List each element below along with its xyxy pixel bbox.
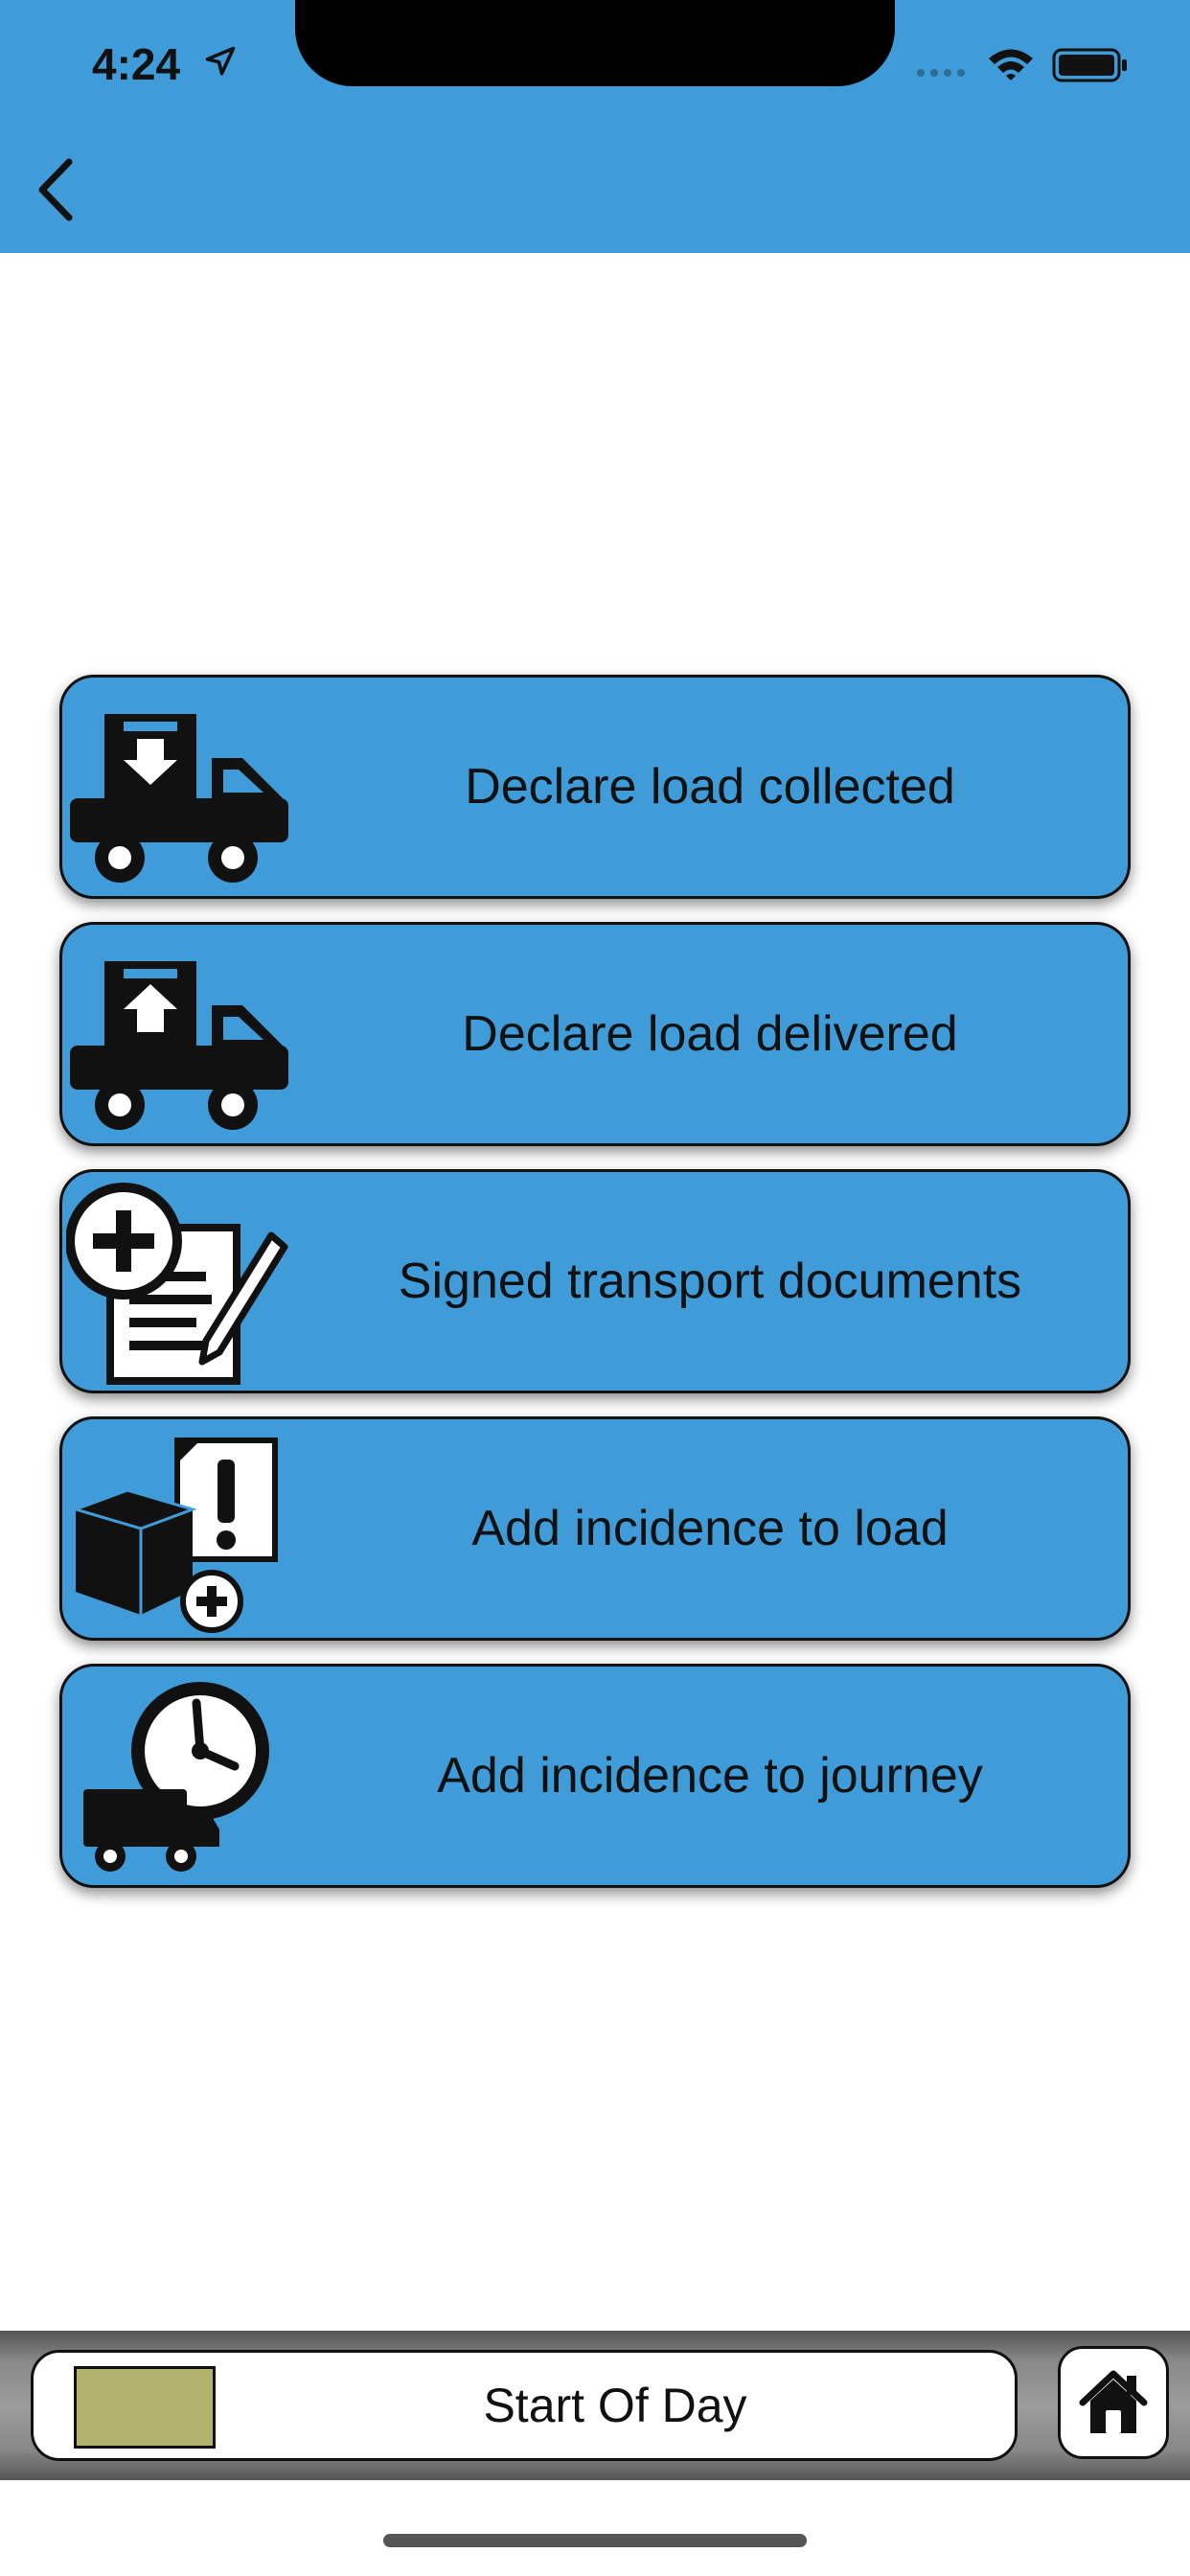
- start-of-day-button[interactable]: Start Of Day: [31, 2350, 1018, 2461]
- add-incidence-to-journey-button[interactable]: Add incidence to journey: [59, 1664, 1131, 1888]
- add-incidence-to-load-button[interactable]: Add incidence to load: [59, 1416, 1131, 1641]
- menu-item-label: Declare load collected: [465, 759, 955, 815]
- location-arrow-icon: [205, 46, 236, 76]
- signal-dots-icon: [917, 69, 965, 77]
- signed-transport-documents-button[interactable]: Signed transport documents: [59, 1169, 1131, 1393]
- menu-item-label: Signed transport documents: [398, 1254, 1022, 1309]
- status-swatch: [74, 2366, 216, 2449]
- van-clock-icon: [83, 1682, 269, 1872]
- start-of-day-label: Start Of Day: [483, 2379, 747, 2432]
- navigation-header: 4:24: [0, 0, 1190, 253]
- home-indicator: [383, 2534, 807, 2547]
- back-button[interactable]: [23, 151, 90, 228]
- declare-load-delivered-button[interactable]: Declare load delivered: [59, 922, 1131, 1146]
- signed-document-icon: [66, 1183, 288, 1385]
- truck-load-down-icon: [70, 714, 288, 883]
- menu-item-label: Declare load delivered: [462, 1006, 958, 1062]
- menu-item-label: Add incidence to load: [471, 1501, 949, 1556]
- status-time: 4:24: [92, 39, 181, 89]
- device-notch: [295, 0, 895, 86]
- wifi-icon: [989, 49, 1033, 80]
- menu-item-label: Add incidence to journey: [437, 1748, 983, 1804]
- declare-load-collected-button[interactable]: Declare load collected: [59, 675, 1131, 899]
- home-button[interactable]: [1058, 2346, 1169, 2459]
- truck-load-up-icon: [70, 961, 288, 1130]
- package-alert-icon: [71, 1438, 278, 1633]
- chevron-left-icon: [38, 158, 73, 221]
- home-icon: [1079, 2370, 1148, 2433]
- battery-icon: [1052, 48, 1127, 82]
